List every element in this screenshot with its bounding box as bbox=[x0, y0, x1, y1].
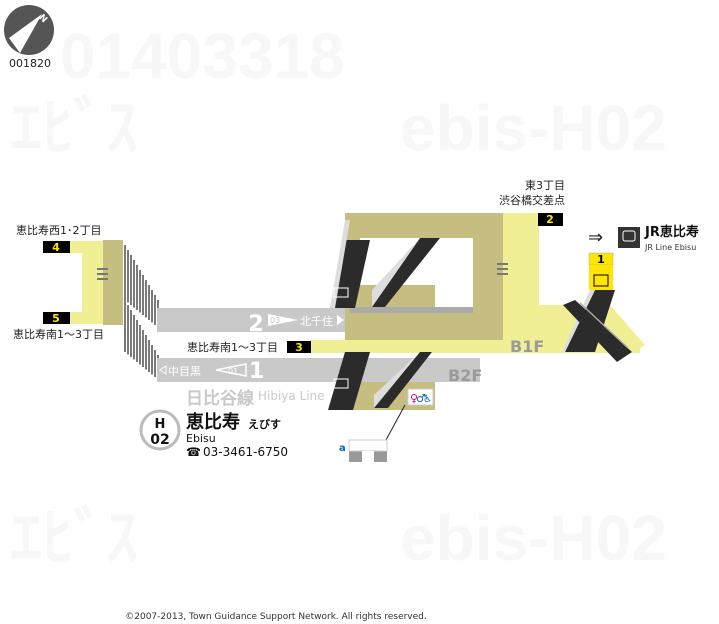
exit-2[interactable]: 2 東3丁目 渋谷橋交差点 bbox=[499, 179, 565, 226]
elevator-icon bbox=[333, 287, 349, 389]
escalator-upper-left bbox=[330, 240, 370, 308]
leader-line bbox=[385, 404, 406, 441]
line-name-en: Hibiya Line bbox=[258, 389, 325, 403]
station-name-ja: 恵比寿 bbox=[186, 411, 240, 433]
svg-text:♂: ♂ bbox=[416, 392, 426, 405]
station-badge: H 02 bbox=[139, 409, 181, 451]
jr-transfer[interactable]: ⇒ JR恵比寿 JR Line Ebisu bbox=[588, 224, 699, 252]
triangle-left-icon bbox=[159, 365, 167, 375]
exit-3[interactable]: 3 恵比寿南1〜3丁目 bbox=[187, 340, 311, 354]
direction-arrow-icon bbox=[268, 314, 298, 326]
north-arrow-icon bbox=[9, 14, 42, 53]
platform-1-direction: 中目黒 bbox=[168, 365, 201, 378]
line-letter: H bbox=[155, 417, 166, 432]
platform-1-number: 1 bbox=[249, 359, 264, 384]
exit-2-destination-line2: 渋谷橋交差点 bbox=[499, 193, 565, 207]
exit-4-destination: 恵比寿西1･2丁目 bbox=[16, 223, 102, 237]
facility-label: a bbox=[339, 443, 346, 454]
platform-2-code: 03 bbox=[270, 316, 280, 325]
exit-4[interactable]: 4 恵比寿西1･2丁目 bbox=[16, 223, 102, 254]
svg-text:ｴﾋﾞｽ: ｴﾋﾞｽ bbox=[10, 92, 138, 164]
stairs-icon bbox=[497, 263, 508, 275]
west-exit-area bbox=[70, 240, 159, 380]
exit-5-destination: 恵比寿南1〜3丁目 bbox=[13, 327, 104, 341]
double-arrow-icon: ⇒ bbox=[588, 227, 603, 248]
platform-2 bbox=[157, 308, 347, 332]
station-name-kana: えびす bbox=[248, 417, 281, 431]
svg-text:ebis-H02: ebis-H02 bbox=[400, 502, 667, 574]
floor-label-b1f: B1F bbox=[510, 337, 544, 356]
toilet-icon: ♀ ♂ ♿ bbox=[407, 388, 434, 406]
station-name-en: Ebisu bbox=[186, 432, 216, 445]
station-number: 02 bbox=[150, 432, 169, 448]
exit-3-number: 3 bbox=[295, 341, 303, 354]
svg-text:ebis-H02: ebis-H02 bbox=[400, 92, 667, 164]
exit-3-destination: 恵比寿南1〜3丁目 bbox=[187, 340, 278, 354]
stairs-hatching bbox=[124, 245, 159, 380]
jr-name-en: JR Line Ebisu bbox=[644, 243, 696, 252]
svg-text:♀: ♀ bbox=[410, 392, 418, 405]
exit-5[interactable]: 5 恵比寿南1〜3丁目 bbox=[13, 312, 104, 341]
phone-icon: ☎ bbox=[186, 445, 201, 459]
svg-text:♿: ♿ bbox=[423, 394, 432, 405]
station-phone: 03-3461-6750 bbox=[203, 445, 288, 459]
escalator-lower-left bbox=[328, 352, 370, 410]
exit-1[interactable]: 1 bbox=[588, 252, 614, 290]
triangle-right-icon bbox=[337, 315, 344, 325]
compass: N 001820 bbox=[4, 5, 54, 70]
exit-5-number: 5 bbox=[52, 312, 60, 325]
exit-1-number: 1 bbox=[597, 253, 605, 266]
svg-text:01403318: 01403318 bbox=[60, 20, 345, 92]
platform-1-code: 01 bbox=[228, 367, 238, 376]
facility-a: a bbox=[339, 439, 388, 462]
svg-text:ｴﾋﾞｽ: ｴﾋﾞｽ bbox=[10, 502, 138, 574]
jr-name-ja: JR恵比寿 bbox=[644, 224, 699, 240]
direction-arrow-icon bbox=[215, 363, 247, 377]
escalator-upper-mid bbox=[372, 238, 440, 307]
platform-2-direction: 北千住 bbox=[300, 314, 333, 328]
line-name-ja: 日比谷線 bbox=[186, 388, 254, 409]
copyright-footer: ©2007-2013, Town Guidance Support Networ… bbox=[125, 612, 427, 622]
escalators bbox=[328, 220, 632, 410]
train-icon bbox=[618, 227, 640, 248]
floor-label-b2f: B2F bbox=[448, 366, 482, 385]
platform-2-number: 2 bbox=[248, 312, 263, 337]
exit-2-number: 2 bbox=[546, 213, 554, 226]
watermark: 01403318 ｴﾋﾞｽ ebis-H02 ｴﾋﾞｽ ebis-H02 bbox=[10, 20, 667, 574]
platform-1 bbox=[157, 358, 480, 382]
exit-2-destination-line1: 東3丁目 bbox=[525, 179, 565, 192]
exit-4-number: 4 bbox=[52, 241, 60, 254]
map-code: 001820 bbox=[9, 57, 51, 70]
stairs-icon bbox=[97, 268, 108, 280]
escalator-lower-mid bbox=[374, 352, 432, 408]
